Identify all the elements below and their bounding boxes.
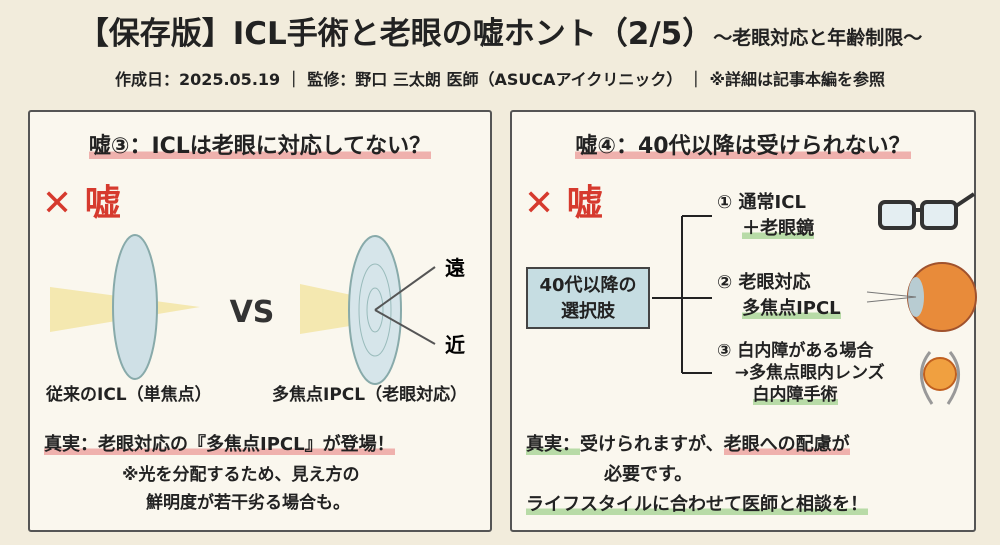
caption-multi: 多焦点IPCL（老眼対応）: [272, 385, 468, 405]
intraocular-lens-icon: [920, 351, 960, 405]
choices-box-line2: 選択肢: [561, 301, 615, 322]
option-line1: 老眼対応: [738, 272, 811, 293]
title-main: 【保存版】ICL手術と老眼の嘘ホント（2/5）: [77, 16, 714, 52]
truth-line: 真実：老眼対応の『多焦点IPCL』が登場！: [44, 430, 395, 456]
caption-single: 従来のICL（単焦点）: [46, 385, 212, 405]
option-line2: 多焦点IPCL: [742, 298, 841, 319]
option-1: ① 通常ICL ＋老眼鏡: [717, 188, 815, 240]
page-title: 【保存版】ICL手術と老眼の嘘ホント（2/5）～老眼対応と年齢制限～: [0, 8, 1000, 53]
panel-lie-4: 嘘④：40代以降は受けられない？ ✕ 嘘 40代以降の選択肢 ① 通常ICL ＋…: [510, 110, 977, 532]
vs-label: VS: [230, 295, 275, 330]
truth-text: 老眼対応の『多焦点IPCL』が登場！: [98, 434, 395, 455]
choices-box-line1: 40代以降の: [539, 275, 637, 296]
truth-label: 真実：: [526, 434, 580, 455]
option-line2: →多焦点眼内レンズ: [734, 363, 885, 383]
choices-box: 40代以降の選択肢: [526, 267, 650, 329]
truth-line-2: 必要です。: [604, 464, 693, 485]
truth-label: 真実：: [44, 434, 98, 455]
panel-heading: 嘘④：40代以降は受けられない？: [512, 128, 974, 160]
far-label: 遠: [445, 256, 465, 280]
option-number: ②: [717, 272, 733, 293]
lens-comparison-illustration: VS 遠 近: [50, 234, 465, 385]
single-focus-lens-icon: [112, 234, 158, 380]
option-line1: 白内障がある場合: [737, 341, 874, 361]
meta-line: 作成日：2025.05.19 ｜ 監修：野口 三太朗 医師（ASUCAアイクリニ…: [114, 70, 886, 89]
lens-ring: [358, 263, 392, 357]
option-2: ② 老眼対応 多焦点IPCL: [717, 268, 841, 320]
arrow-far-icon: [374, 266, 436, 311]
glasses-icon: [878, 192, 976, 230]
truth-text-a: 受けられますが、: [580, 434, 724, 455]
option-3: ③ 白内障がある場合 →多焦点眼内レンズ 白内障手術: [717, 340, 885, 406]
arrow-near-icon: [374, 309, 436, 345]
title-subtitle: ～老眼対応と年齢制限～: [713, 27, 923, 49]
heading-text: 嘘④：40代以降は受けられない？: [575, 134, 911, 159]
option-line2: ＋老眼鏡: [742, 218, 815, 239]
lens-ring: [366, 287, 384, 333]
option-number: ③: [717, 341, 732, 361]
note-2: 鮮明度が若干劣る場合も。: [146, 493, 350, 513]
note-1: ※光を分配するため、見え方の: [122, 465, 360, 485]
truth-line: 真実：受けられますが、老眼への配慮が: [526, 430, 850, 456]
option-line1: 通常ICL: [738, 192, 806, 213]
option-number: ①: [717, 192, 733, 213]
option-line3: 白内障手術: [752, 385, 838, 405]
truth-text-b: 老眼への配慮が: [723, 434, 850, 455]
choice-bracket: [652, 192, 977, 405]
advice-line: ライフスタイルに合わせて医師と相談を！: [526, 490, 868, 516]
lie-mark: ✕ 嘘: [524, 183, 603, 224]
eye-icon: [866, 262, 977, 332]
panel-lie-3: 嘘③：ICLは老眼に対応してない？ ✕ 嘘 VS 遠 近 従来のICL（単焦点）…: [28, 110, 492, 532]
lie-mark: ✕ 嘘: [42, 183, 121, 224]
panel-heading: 嘘③：ICLは老眼に対応してない？: [30, 128, 490, 160]
heading-text: 嘘③：ICLは老眼に対応してない？: [88, 134, 432, 159]
advice-text: ライフスタイルに合わせて医師と相談を！: [526, 494, 868, 515]
near-label: 近: [445, 333, 465, 357]
